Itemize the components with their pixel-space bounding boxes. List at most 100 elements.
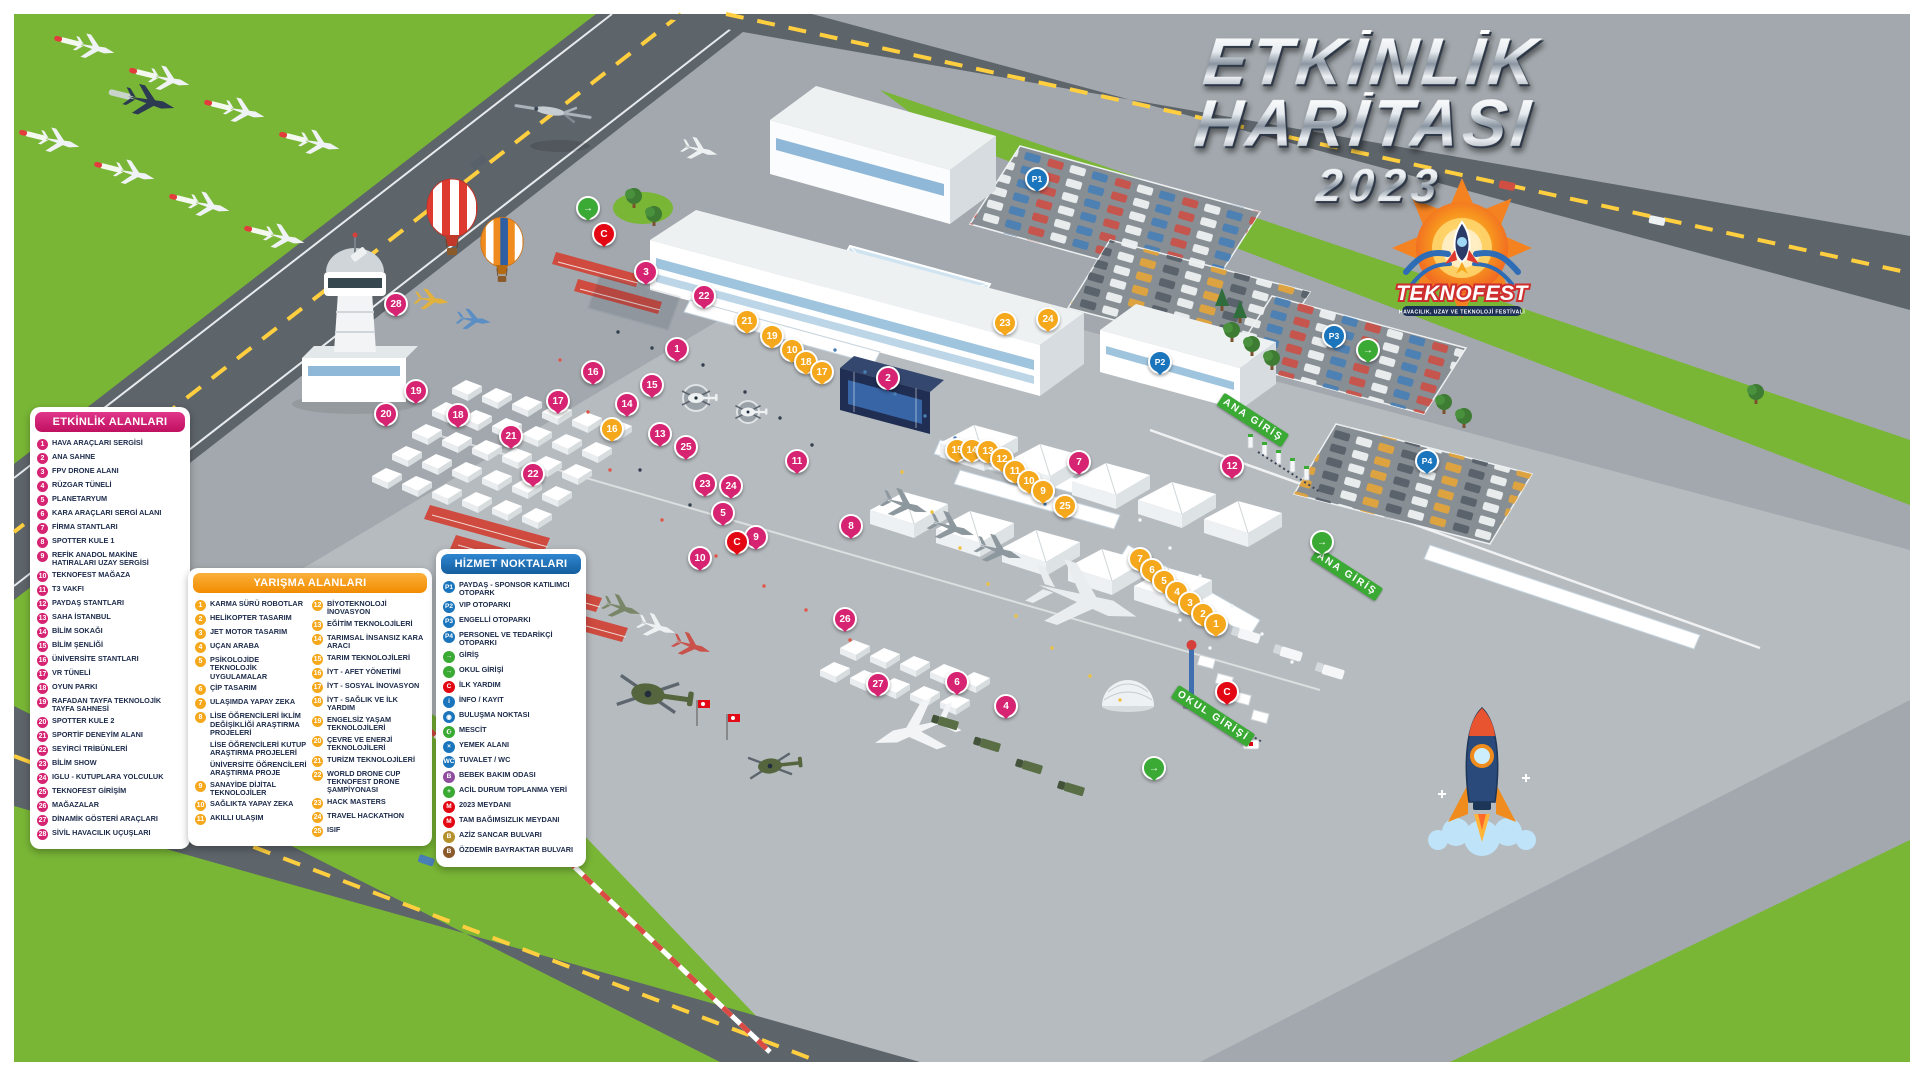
legend-item-label: JET MOTOR TASARIM: [210, 627, 288, 636]
legend-item: 14 BİLİM SOKAĞI: [37, 626, 183, 638]
legend-item-number: 1: [37, 439, 48, 450]
service-icon: M: [443, 800, 455, 813]
legend-item: 18 İYT - SAĞLIK VE İLK YARDIM: [312, 695, 425, 713]
legend-item-label: ÜNİVERSİTE ÖĞRENCİLERİ ARAŞTIRMA PROJE: [210, 759, 307, 778]
legend-item-number: 21: [312, 755, 323, 767]
legend-item: P1 PAYDAŞ - SPONSOR KATILIMCI OTOPARK: [443, 580, 579, 598]
legend-item: 8 SPOTTER KULE 1: [37, 536, 183, 548]
legend-item-number: 25: [37, 786, 48, 798]
service-icon: →: [443, 650, 455, 663]
service-icon: →: [443, 665, 455, 678]
legend-item-label: HACK MASTERS: [327, 796, 386, 806]
service-icon: M: [443, 815, 455, 828]
legend-item: 8 LİSE ÖĞRENCİLERİ İKLİM DEĞİŞİKLİĞİ ARA…: [195, 712, 308, 737]
legend-item: 22 WORLD DRONE CUP TEKNOFEST DRONE ŞAMPİ…: [312, 769, 425, 795]
legend-item: 10 TEKNOFEST MAĞAZA: [37, 570, 183, 582]
legend-item: 4 RÜZGAR TÜNELİ: [37, 480, 183, 492]
legend-item-label: SAĞLIKTA YAPAY ZEKA: [210, 799, 294, 809]
legend-service-points: HİZMET NOKTALARI P1 PAYDAŞ - SPONSOR KAT…: [436, 549, 586, 867]
legend-item-label: SİVİL HAVACILIK UÇUŞLARI: [52, 827, 151, 837]
legend-item-label: RAFADAN TAYFA TEKNOLOJİK TAYFA SAHNESİ: [52, 695, 162, 714]
legend-item: 11 T3 VAKFI: [37, 584, 183, 596]
legend-item-number: 21: [37, 730, 48, 742]
legend-item-label: ÇİP TASARIM: [210, 683, 257, 693]
legend-service-points-title: HİZMET NOKTALARI: [441, 554, 581, 574]
mascot-rocket: [1428, 706, 1536, 856]
legend-item-number: 18: [312, 695, 323, 707]
legend-item-label: İNFO / KAYIT: [459, 694, 504, 704]
legend-item-label: KARMA SÜRÜ ROBOTLAR: [210, 599, 303, 608]
legend-item-number: 13: [37, 612, 48, 624]
logo-wordmark: TEKNOFEST: [1396, 282, 1529, 305]
uav-drone: [514, 104, 592, 152]
legend-service-points-list: P1 PAYDAŞ - SPONSOR KATILIMCI OTOPARK P2…: [441, 574, 581, 862]
legend-item: B AZİZ SANCAR BULVARI: [443, 829, 579, 843]
legend-item: 16 ÜNİVERSİTE STANTLARI: [37, 654, 183, 666]
fpv-drone-cage: [587, 274, 681, 331]
legend-item-number: 9: [37, 551, 48, 562]
legend-item-number: 25: [312, 825, 323, 837]
legend-item-number: 4: [37, 481, 48, 492]
legend-item-label: SPORTİF DENEYİM ALANI: [52, 729, 143, 739]
legend-item: 20 ÇEVRE VE ENERJİ TEKNOLOJİLERİ: [312, 734, 425, 753]
service-icon: B: [443, 770, 455, 783]
service-icon: ◉: [443, 710, 455, 723]
legend-item-label: PSİKOLOJİDE TEKNOLOJİK UYGULAMALAR: [210, 655, 268, 681]
legend-item: 19 ENGELSİZ YAŞAM TEKNOLOJİLERİ: [312, 715, 425, 733]
legend-item-label: VIP OTOPARKI: [459, 599, 511, 609]
legend-item-label: ACİL DURUM TOPLANMA YERİ: [459, 784, 567, 794]
legend-item-label: SPOTTER KULE 1: [52, 536, 115, 545]
legend-item: 3 JET MOTOR TASARIM: [195, 627, 308, 639]
legend-item: 15 TARIM TEKNOLOJİLERİ: [312, 653, 425, 665]
legend-competition-areas: YARIŞMA ALANLARI 1 KARMA SÜRÜ ROBOTLAR 2…: [188, 568, 432, 846]
legend-item: 5 PSİKOLOJİDE TEKNOLOJİK UYGULAMALAR: [195, 655, 308, 681]
legend-item-number: 5: [195, 656, 206, 667]
legend-item-label: YEMEK ALANI: [459, 739, 509, 749]
legend-item: 19 RAFADAN TAYFA TEKNOLOJİK TAYFA SAHNES…: [37, 695, 183, 714]
service-icon: P2: [443, 600, 455, 613]
legend-item-label: BİLİM ŞENLİĞİ: [52, 639, 104, 649]
legend-item: ◉ BULUŞMA NOKTASI: [443, 710, 579, 723]
legend-item: B ÖZDEMİR BAYRAKTAR BULVARI: [443, 844, 579, 858]
legend-item-label: 2023 MEYDANI: [459, 799, 511, 809]
legend-item: 23 HACK MASTERS: [312, 796, 425, 809]
legend-item-number: 16: [37, 654, 48, 666]
legend-item: 21 TURİZM TEKNOLOJİLERİ: [312, 755, 425, 767]
legend-item-number: 22: [37, 744, 48, 756]
legend-item: 1 HAVA ARAÇLARI SERGİSİ: [37, 438, 183, 450]
legend-item: 11 AKILLI ULAŞIM: [195, 813, 308, 826]
legend-item: 17 İYT - SOSYAL İNOVASYON: [312, 681, 425, 693]
legend-item-label: AKILLI ULAŞIM: [210, 813, 264, 823]
legend-item-label: BİLİM SHOW: [52, 757, 97, 767]
legend-item: P4 PERSONEL VE TEDARİKÇİ OTOPARKI: [443, 629, 579, 648]
legend-item: + ACİL DURUM TOPLANMA YERİ: [443, 784, 579, 798]
legend-item-label: EĞİTİM TEKNOLOJİLERİ: [327, 618, 413, 628]
legend-item: 26 MAĞAZALAR: [37, 800, 183, 812]
legend-item: 25 ISIF: [312, 825, 425, 837]
legend-item: 10 SAĞLIKTA YAPAY ZEKA: [195, 799, 308, 812]
service-icon: P1: [443, 581, 455, 593]
legend-item-label: ÖZDEMİR BAYRAKTAR BULVARI: [459, 844, 574, 854]
legend-item-label: REFİK ANADOL MAKİNE HATIRALARI UZAY SERG…: [52, 550, 149, 568]
legend-item: 25 TEKNOFEST GİRİŞİM: [37, 785, 183, 798]
legend-item: 6 KARA ARAÇLARI SERGİ ALANI: [37, 508, 183, 520]
legend-item-label: HAVA ARAÇLARI SERGİSİ: [52, 438, 143, 447]
legend-item-label: ÇEVRE VE ENERJİ TEKNOLOJİLERİ: [327, 734, 393, 753]
legend-item-number: 7: [37, 523, 48, 534]
control-tower: [292, 232, 418, 414]
legend-item: 24 IGLU - KUTUPLARA YOLCULUK: [37, 772, 183, 784]
legend-item-number: 27: [37, 814, 48, 826]
legend-item-label: TEKNOFEST GİRİŞİM: [52, 785, 127, 795]
legend-item: 14 TARIMSAL İNSANSIZ KARA ARACI: [312, 633, 425, 651]
legend-item-number: 15: [37, 640, 48, 652]
legend-item-number: 19: [37, 696, 48, 708]
legend-item-number: 9: [195, 780, 206, 792]
legend-item-label: OYUN PARKI: [52, 681, 98, 691]
legend-item-label: AZİZ SANCAR BULVARI: [459, 829, 542, 839]
legend-item-number: 23: [37, 758, 48, 770]
legend-item-label: PERSONEL VE TEDARİKÇİ OTOPARKI: [459, 629, 553, 648]
legend-item-number: 7: [195, 698, 206, 710]
service-icon: +: [443, 785, 455, 798]
